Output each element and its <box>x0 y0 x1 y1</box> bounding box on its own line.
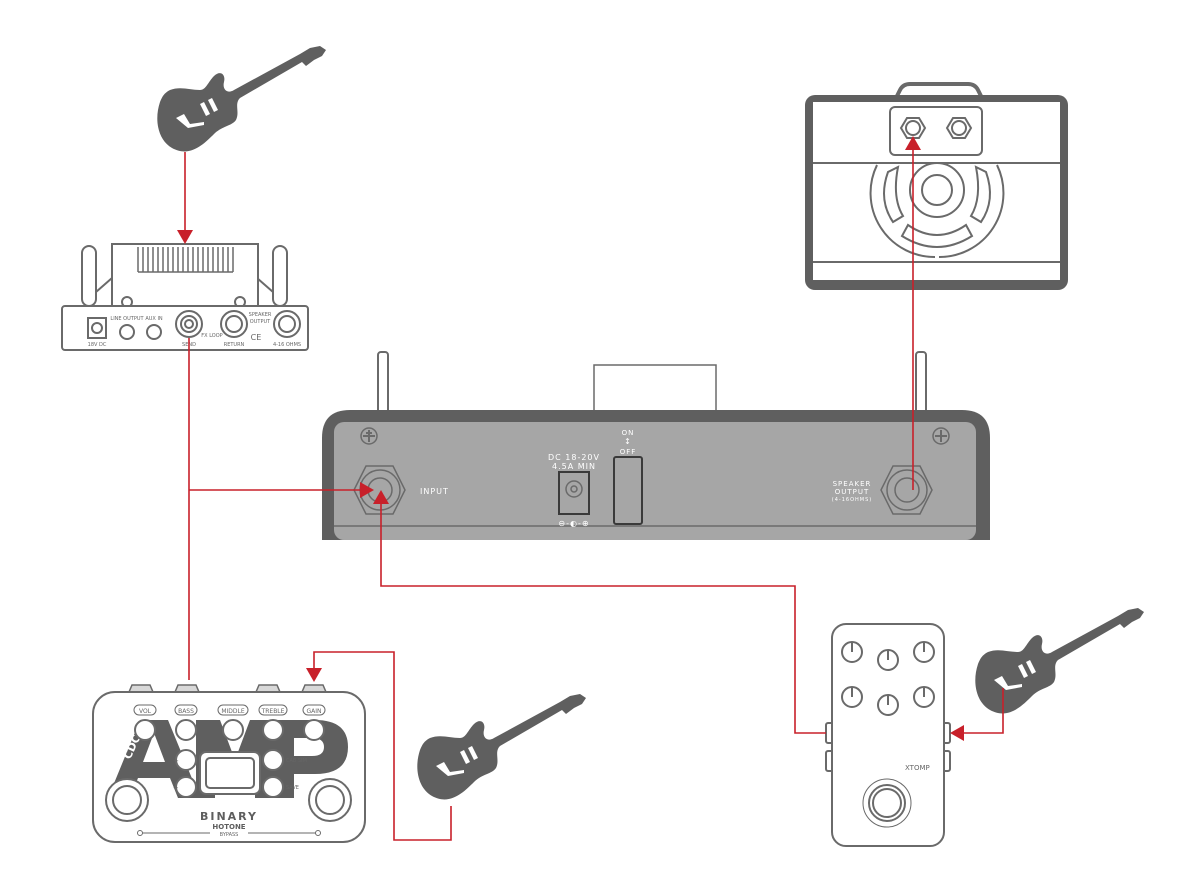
knob-vol[interactable] <box>134 719 156 741</box>
cable-xtomp-to-main-input <box>380 502 826 734</box>
left-stand <box>377 351 389 415</box>
mini-amp-head <box>61 243 309 351</box>
minus-label: − <box>173 784 179 792</box>
knob-label-middle: MIDDLE <box>221 708 245 715</box>
speaker-output-label-1: SPEAKER <box>833 480 872 488</box>
heatsink-fins <box>137 247 234 273</box>
cable-guitar2-to-binary <box>313 651 452 841</box>
aux-in-label: AUX IN <box>145 316 163 322</box>
knob-gain[interactable] <box>303 719 325 741</box>
plus-button[interactable] <box>175 749 197 771</box>
switch-off-label: OFF <box>620 448 637 456</box>
speaker-output-label-1: SPEAKER <box>249 312 272 318</box>
rear-panel <box>334 422 976 540</box>
xtomp-logo: XTOMP <box>905 764 930 772</box>
speaker-dustcap <box>921 174 953 206</box>
send-jack <box>175 310 203 338</box>
save-button[interactable] <box>262 776 284 798</box>
arrow-up-icon <box>373 490 389 504</box>
power-label: 18V DC <box>88 342 107 348</box>
arrow-left-icon <box>950 725 964 741</box>
cab-sim-button[interactable] <box>262 749 284 771</box>
binary-logo: BINARY <box>200 810 258 823</box>
input-label: INPUT <box>420 487 449 496</box>
speaker-cone <box>909 162 965 218</box>
jack-3 <box>254 684 282 693</box>
guitar-icon <box>417 694 586 800</box>
save-label: SAVE <box>286 785 299 791</box>
speaker-grill-ring <box>869 164 936 259</box>
speaker-cabinet <box>805 82 1068 290</box>
jack-2 <box>173 684 201 693</box>
speaker-output-label-2: OUTPUT <box>835 488 870 496</box>
hotone-logo: HOTONE <box>212 823 245 831</box>
speaker-output-jack <box>880 465 933 515</box>
knob-label-treble: TREBLE <box>261 708 285 715</box>
switch-arrow-icon: ↕ <box>624 437 632 446</box>
knob-label-vol: VOL <box>139 708 152 715</box>
cabinet-input-jack <box>899 117 927 139</box>
arrow-up-icon <box>905 136 921 150</box>
xtomp-pedal <box>825 623 951 847</box>
ohms-label: 4-16 OHMS <box>273 342 301 348</box>
minus-button[interactable] <box>175 776 197 798</box>
bypass-label: BYPASS <box>220 832 239 838</box>
line-output-jack <box>119 324 135 340</box>
speaker-output-label-2: OUTPUT <box>250 319 271 325</box>
switch-on-label: ON <box>622 429 635 437</box>
right-screw-icon <box>932 427 950 445</box>
cabinet-parallel-jack <box>945 117 973 139</box>
power-spec-label-2: 4.5A MIN <box>552 462 596 471</box>
power-spec-label-1: DC 18-20V <box>548 453 600 462</box>
guitar-bottom-middle <box>417 694 586 800</box>
bypass-right-node <box>315 830 321 836</box>
guitar-icon <box>975 608 1144 714</box>
arrow-down-icon <box>177 230 193 244</box>
right-antenna <box>272 245 288 307</box>
knob-middle[interactable] <box>222 719 244 741</box>
jack-1 <box>127 684 155 693</box>
bypass-left-node <box>137 830 143 836</box>
left-antenna <box>81 245 97 307</box>
main-amp: INPUT DC 18-20V 4.5A MIN ⊖-◐-⊕ ON ↕ OFF … <box>322 351 990 540</box>
plus-label: + <box>173 757 179 765</box>
pedal-enclosure <box>831 623 945 847</box>
ce-mark: CE <box>251 333 262 342</box>
jack-plate <box>889 106 983 156</box>
return-jack <box>220 310 248 338</box>
cable-guitar3-to-xtomp <box>964 688 1004 734</box>
fx-loop-label: FX LOOP <box>201 333 222 339</box>
binary-amp-pedal: CDCM VOL BASS MIDDLE TREBLE GAIN <box>92 684 366 843</box>
cabinet-handle <box>895 82 983 97</box>
speaker-output-jack <box>273 310 301 338</box>
knob-treble[interactable] <box>262 719 284 741</box>
cable-arrows <box>177 136 964 741</box>
guitar-right <box>975 608 1144 714</box>
power-switch[interactable] <box>613 456 643 525</box>
cab-sim-label: CAB SIM <box>286 758 307 764</box>
power-jack <box>87 317 107 339</box>
speaker-impedance-label: (4-16OHMS) <box>832 497 872 503</box>
dc-power-jack <box>558 471 590 515</box>
input-jack <box>353 465 406 515</box>
cables <box>184 150 1004 841</box>
knob-bass[interactable] <box>175 719 197 741</box>
line-output-label: LINE OUTPUT <box>110 316 144 322</box>
left-screw-icon <box>360 427 378 445</box>
knob-label-gain: GAIN <box>306 708 321 715</box>
guitar-icon <box>157 46 326 152</box>
arrow-right-icon <box>360 482 374 498</box>
top-handle <box>593 364 717 416</box>
polarity-icon: ⊖-◐-⊕ <box>558 519 589 528</box>
knob-labels <box>133 704 326 716</box>
return-label: RETURN <box>224 342 245 348</box>
aux-in-jack <box>146 324 162 340</box>
right-stand <box>915 351 927 415</box>
arrow-down-icon <box>306 668 322 682</box>
guitar-top-left <box>157 46 326 152</box>
jack-4 <box>300 684 328 693</box>
knob-label-bass: BASS <box>178 708 194 715</box>
